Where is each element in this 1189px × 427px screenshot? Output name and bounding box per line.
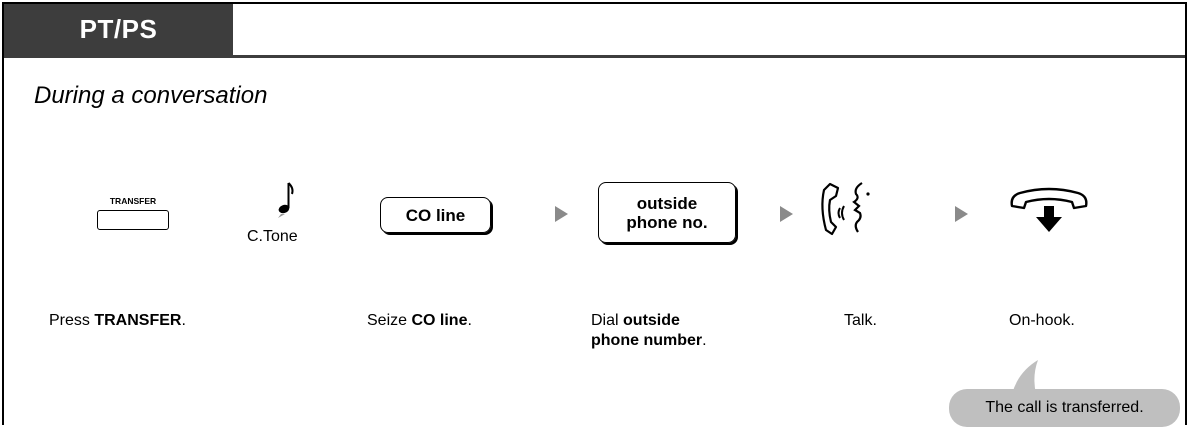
arrow-right-icon [780, 206, 793, 222]
on-hook-caption: On-hook. [1009, 312, 1075, 329]
on-hook-icon [1010, 187, 1088, 232]
co-line-caption: Seize CO line. [367, 312, 472, 329]
talk-caption: Talk. [844, 312, 877, 329]
outside-phone-box: outside phone no. [598, 182, 736, 243]
transfer-key-label: TRANSFER [109, 196, 157, 206]
callout-bubble: The call is transferred. [949, 389, 1180, 427]
header-rule [4, 55, 1185, 58]
outside-phone-line1: outside [636, 193, 698, 213]
condition-text: During a conversation [34, 82, 268, 109]
music-note-icon [278, 182, 294, 218]
co-line-box: CO line [380, 197, 491, 233]
tone-label: C.Tone [247, 228, 298, 245]
header-tab: PT/PS [4, 4, 233, 55]
transfer-caption: Press TRANSFER. [49, 312, 186, 329]
bubble-tail [1012, 360, 1038, 394]
outside-phone-line2: phone no. [626, 212, 708, 232]
transfer-key [97, 210, 169, 230]
arrow-right-icon [955, 206, 968, 222]
arrow-right-icon [555, 206, 568, 222]
talk-icon [821, 182, 870, 236]
